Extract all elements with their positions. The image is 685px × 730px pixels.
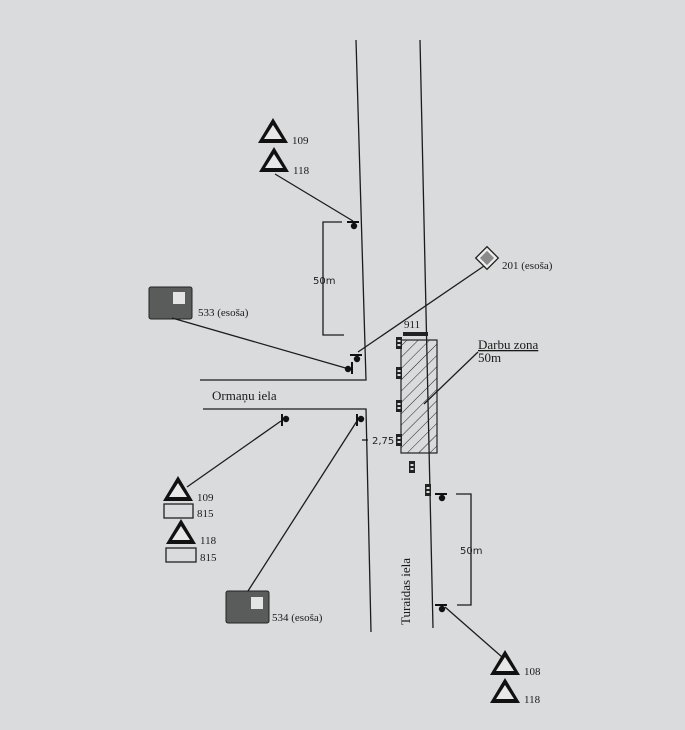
sign-109-icon — [163, 476, 193, 501]
sign-label: 815 — [200, 552, 217, 564]
dimension-label: 50m — [460, 546, 482, 557]
sign-post-icon — [356, 413, 366, 427]
sign-533-icon — [148, 286, 193, 320]
sign-label: 118 — [524, 694, 541, 706]
sign-label: 109 — [197, 492, 214, 504]
barrier-911 — [403, 332, 428, 336]
sign-label: 118 — [200, 535, 217, 547]
sign-label: 533 (esoša) — [198, 307, 249, 319]
sign-109-icon — [258, 118, 288, 143]
sign-label: 109 — [292, 135, 309, 147]
sign-label: 201 (esoša) — [502, 260, 553, 272]
sign-label: 118 — [293, 165, 310, 177]
sign-118-icon — [490, 678, 520, 703]
sign-label: 108 — [524, 666, 541, 678]
dimension-bracket — [322, 221, 344, 336]
dimension-label: 50m — [313, 276, 335, 287]
lane-width-label: 2,75 — [372, 436, 394, 447]
work-zone-length: 50m — [478, 350, 501, 365]
sign-201-icon — [474, 245, 500, 271]
sign-post-icon — [343, 361, 353, 375]
barrier-label: 911 — [404, 319, 420, 331]
street-turaidas: Turaidas iela — [398, 558, 413, 625]
street-ormanu: Ormaņu iela — [212, 388, 277, 403]
sign-post-icon — [434, 604, 448, 614]
plate-815 — [163, 503, 194, 519]
sign-108-icon — [490, 650, 520, 675]
plate-815 — [165, 547, 197, 563]
work-zone-title: Darbu zona — [478, 337, 539, 352]
sign-118-icon — [259, 147, 289, 172]
dimension-bracket — [456, 493, 472, 606]
sign-label: 815 — [197, 508, 214, 520]
sign-post-icon — [281, 413, 291, 427]
work-zone-leader — [423, 351, 479, 405]
sign-118-icon — [166, 519, 196, 544]
sign-post-icon — [434, 493, 448, 503]
sign-label: 534 (esoša) — [272, 612, 323, 624]
sign-post-icon — [349, 354, 363, 364]
sign-post-icon — [346, 221, 360, 231]
